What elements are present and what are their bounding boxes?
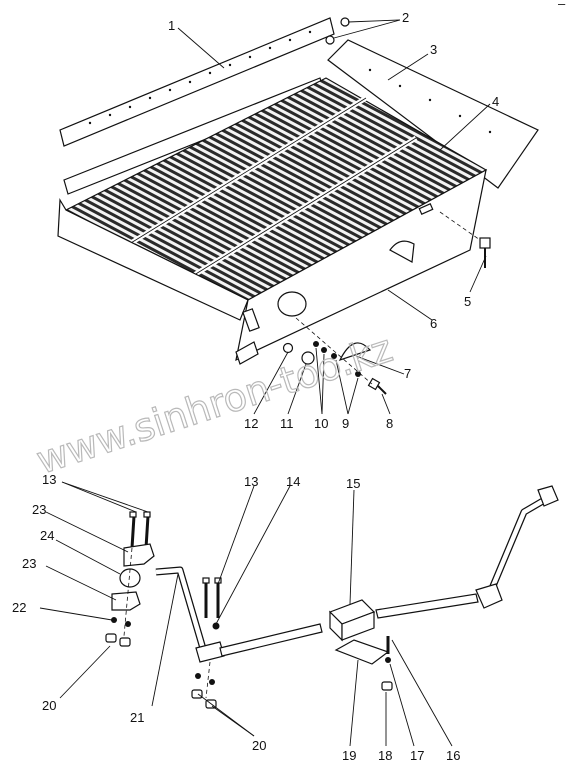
strip-right-holes [368, 68, 492, 134]
washer-22a [111, 617, 117, 623]
corner-mark: – [558, 0, 566, 11]
lower-leaders [39, 481, 453, 747]
callout-15: 15 [346, 476, 360, 491]
callout-13-right: 13 [244, 474, 258, 489]
callout-18: 18 [378, 748, 392, 763]
callout-21: 21 [130, 710, 144, 725]
linkage-assembly [39, 481, 559, 747]
link-tube-left [219, 623, 323, 657]
nut-20b [119, 637, 131, 647]
bent-arm [484, 494, 550, 600]
wall-hole [277, 291, 307, 317]
callout-8: 8 [386, 416, 393, 431]
callout-23-bottom: 23 [22, 556, 36, 571]
washer-12 [282, 342, 294, 354]
washer-9a [331, 353, 337, 359]
bolt-13a [130, 515, 136, 549]
callout-16: 16 [446, 748, 460, 763]
wall-slot-2 [242, 308, 260, 332]
washer-22b [125, 621, 131, 627]
link-tube-right [375, 593, 479, 619]
callout-24: 24 [40, 528, 54, 543]
wall-slot [418, 203, 434, 215]
front-rail [57, 198, 249, 321]
nut-20a [105, 633, 117, 643]
shield-7 [338, 342, 372, 362]
side-strip-left [59, 17, 335, 147]
callout-labels: 1 2 3 4 5 6 7 8 9 10 11 12 13 13 14 15 1… [12, 0, 566, 763]
block-15 [328, 599, 376, 642]
watermark: www.sinhron-too.kz [31, 326, 397, 482]
callout-4: 4 [492, 94, 499, 109]
strip-holes [88, 30, 312, 125]
callout-6: 6 [430, 316, 437, 331]
callout-3: 3 [430, 42, 437, 57]
crank-rod-21 [155, 566, 208, 653]
callout-5: 5 [464, 294, 471, 309]
clamp-23-bottom [111, 591, 141, 611]
callout-22: 22 [12, 600, 26, 615]
callout-7: 7 [404, 366, 411, 381]
nut-18 [381, 681, 393, 691]
callout-2: 2 [402, 10, 409, 25]
callout-10: 10 [314, 416, 328, 431]
callout-12: 12 [244, 416, 258, 431]
callout-20-right: 20 [252, 738, 266, 753]
bolt-5 [479, 237, 491, 268]
bracket-19 [334, 639, 390, 665]
callout-9: 9 [342, 416, 349, 431]
callout-11: 11 [280, 416, 294, 431]
bolt-13b [144, 515, 150, 549]
callout-23-top: 23 [32, 502, 46, 517]
washer-9b [355, 371, 361, 377]
bolt-8 [367, 377, 387, 395]
callout-20-left: 20 [42, 698, 56, 713]
clamp-23-top [123, 543, 155, 567]
callout-13-left: 13 [42, 472, 56, 487]
nut-20c [191, 689, 203, 699]
hardware-set [282, 317, 387, 395]
washer-10b [321, 347, 327, 353]
sieve-frame-assembly [57, 17, 539, 415]
arm-clamp-lower [475, 583, 503, 609]
callout-17: 17 [410, 748, 424, 763]
wall-bracket [389, 240, 415, 263]
washer-14 [212, 622, 220, 630]
washer-10a [313, 341, 319, 347]
upper-leaders [177, 19, 491, 415]
arm-clamp-upper [537, 485, 559, 507]
nut-11 [301, 351, 315, 365]
callout-19: 19 [342, 748, 356, 763]
callout-14: 14 [286, 474, 300, 489]
end-stub [235, 341, 259, 365]
callout-1: 1 [168, 18, 175, 33]
